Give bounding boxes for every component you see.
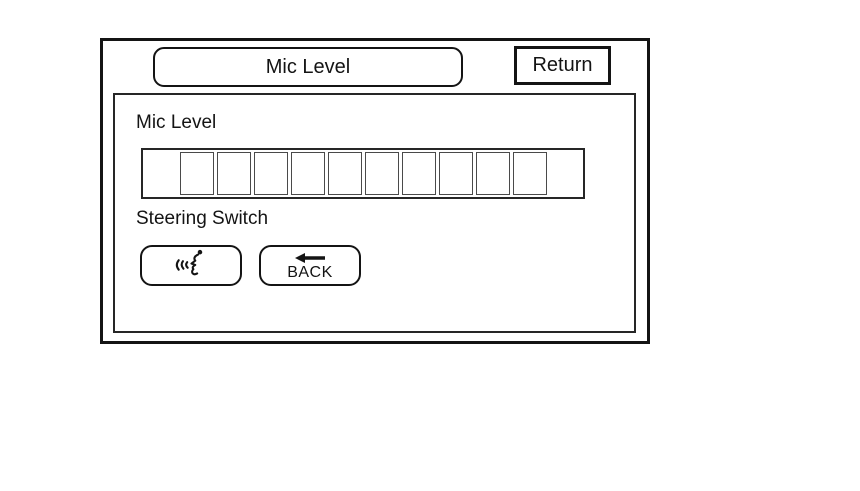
- level-segment: [180, 152, 214, 195]
- level-segment: [476, 152, 510, 195]
- level-segment: [291, 152, 325, 195]
- mic-level-bar: [141, 148, 585, 199]
- level-segment: [439, 152, 473, 195]
- steering-switch-label: Steering Switch: [136, 208, 269, 229]
- screen-title: Mic Level: [153, 47, 463, 87]
- level-segment: [254, 152, 288, 195]
- return-button-label: Return: [532, 54, 593, 76]
- back-button[interactable]: BACK: [259, 245, 361, 286]
- screen-title-label: Mic Level: [265, 55, 351, 78]
- level-segment: [513, 152, 547, 195]
- level-segment: [365, 152, 399, 195]
- talk-button[interactable]: [140, 245, 242, 286]
- arrow-left-icon: [295, 251, 325, 266]
- voice-talk-icon: [169, 247, 213, 284]
- back-button-label: BACK: [287, 264, 333, 281]
- level-segment: [328, 152, 362, 195]
- level-segment: [402, 152, 436, 195]
- settings-panel: Mic Level Steering Switch: [113, 93, 636, 333]
- mic-level-label: Mic Level: [136, 112, 217, 133]
- level-segment: [217, 152, 251, 195]
- return-button[interactable]: Return: [514, 46, 611, 85]
- mic-level-screen: Mic Level Return Mic Level Steering Swit…: [100, 38, 650, 344]
